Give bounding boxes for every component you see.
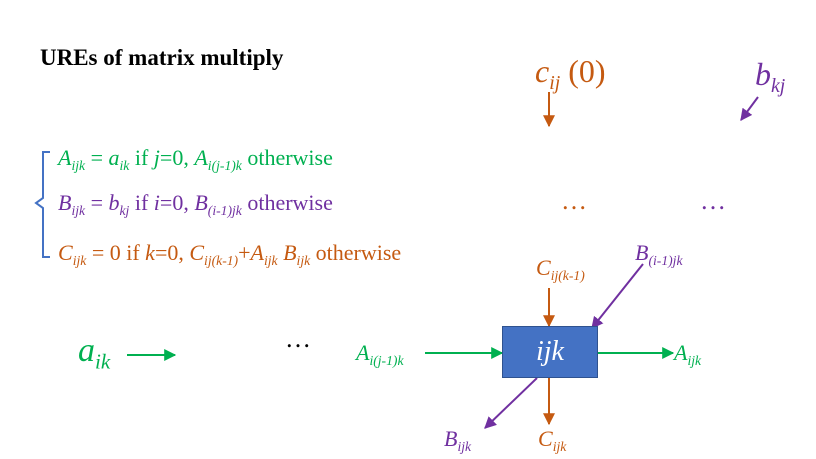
ellipsis-a: …: [285, 324, 311, 353]
node-box: ijk: [502, 326, 598, 378]
bkj-label: bkj: [755, 56, 786, 97]
b-out-label: Bijk: [444, 426, 472, 454]
equation-b: Bijk = bkj if i=0, B(i-1)jk otherwise: [58, 190, 333, 218]
node-label: ijk: [536, 336, 564, 367]
slide-title: UREs of matrix multiply: [40, 45, 284, 70]
aik-label: aik: [78, 332, 111, 374]
b-in-arrow: [591, 263, 644, 329]
ellipsis-b: …: [700, 186, 726, 215]
bkj-arrow: [740, 96, 759, 121]
c-initial-label: cij (0): [535, 53, 606, 94]
ellipsis-c: …: [561, 186, 587, 215]
left-brace: [34, 151, 50, 258]
c-out-label: Cijk: [538, 426, 567, 454]
a-in-label: Ai(j-1)k: [356, 340, 404, 368]
b-in-label: B(i-1)jk: [635, 240, 683, 268]
equation-a: Aijk = aik if j=0, Ai(j-1)k otherwise: [58, 145, 333, 173]
equation-c: Cijk = 0 if k=0, Cij(k-1)+Aijk Bijk othe…: [58, 240, 402, 268]
b-out-arrow: [484, 377, 538, 429]
c-in-label: Cij(k-1): [536, 255, 585, 283]
a-out-label: Aijk: [674, 340, 702, 368]
